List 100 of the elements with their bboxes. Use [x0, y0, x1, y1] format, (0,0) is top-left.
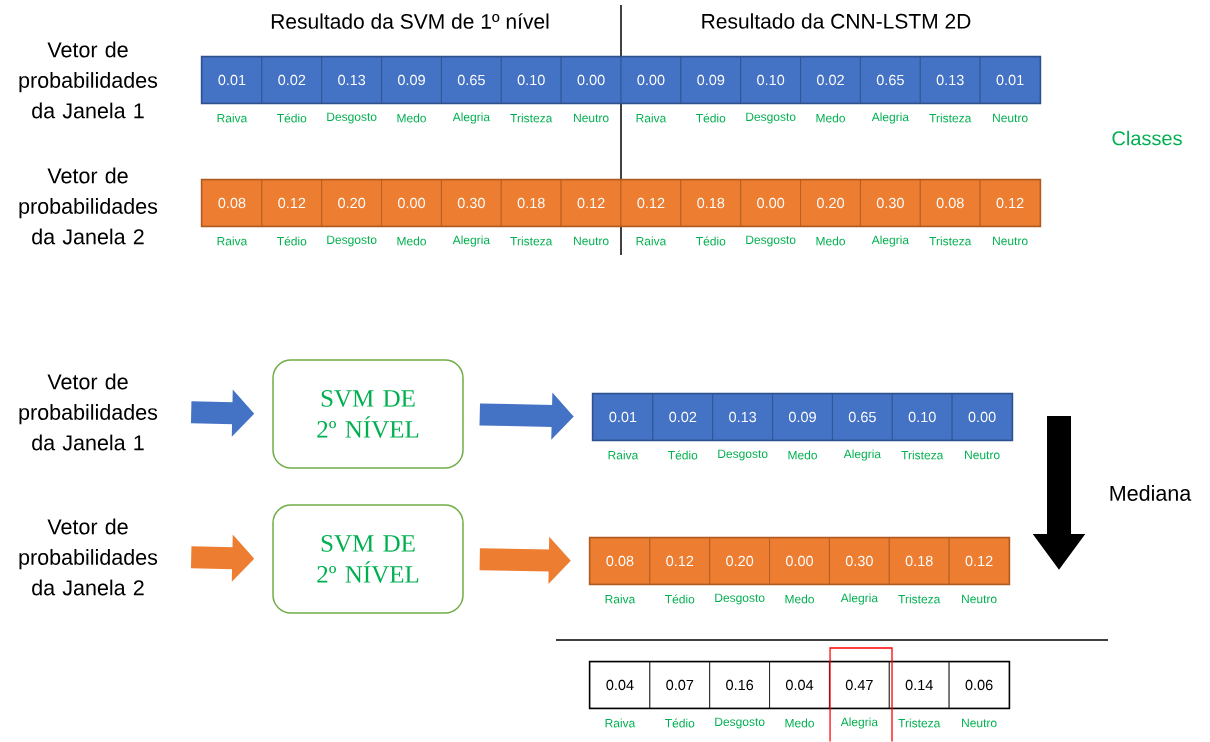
probability-cell: 0.65 [441, 56, 502, 104]
probability-cell: 0.13 [321, 56, 382, 104]
class-label: Tédio [277, 236, 307, 246]
probability-cell: 0.00 [381, 179, 442, 227]
heading: Resultado da CNN-LSTM 2D [702, 13, 971, 29]
probability-cell: 0.01 [201, 56, 263, 104]
probability-cell: 0.12 [948, 537, 1010, 585]
probability-cell: 0.20 [709, 537, 770, 585]
probability-cell: 0.02 [800, 56, 861, 104]
probability-cell: 0.04 [589, 661, 651, 709]
probability-cell: 0.00 [740, 179, 801, 227]
class-label: Neutro [574, 113, 609, 123]
class-label: Medo [397, 113, 426, 123]
class-label: Tristeza [929, 113, 972, 123]
class-label: Alegria [843, 449, 882, 461]
class-label: Desgosto [746, 112, 796, 124]
probability-cell: 0.04 [769, 661, 830, 709]
class-label: Neutro [993, 236, 1028, 246]
heading: Resultado da SVM de 1º nível [271, 13, 549, 29]
class-label: Desgosto [327, 235, 377, 247]
class-label: Tédio [668, 450, 698, 460]
probability-cell: 0.18 [888, 537, 950, 585]
class-label: Tristeza [929, 236, 972, 246]
class-label: Neutro [993, 113, 1028, 123]
class-label: Tristeza [901, 450, 944, 460]
class-label: Medo [397, 236, 426, 246]
class-label: Alegria [840, 593, 879, 605]
side-text: Mediana [1110, 485, 1192, 501]
class-label: Tristeza [510, 113, 553, 123]
probability-cell: 0.12 [649, 537, 711, 585]
probability-cell: 0.10 [740, 56, 801, 104]
class-label: Medo [785, 718, 814, 728]
probability-cell: 0.13 [919, 56, 981, 104]
probability-cell: 0.10 [891, 393, 953, 441]
class-label: Alegria [871, 112, 910, 124]
probability-cell: 0.01 [592, 393, 654, 441]
class-label: Desgosto [715, 593, 765, 605]
class-label: Raiva [605, 718, 636, 728]
probability-cell: 0.08 [589, 537, 651, 585]
class-label: Alegria [840, 717, 879, 729]
class-label: Neutro [965, 450, 1000, 460]
class-label: Medo [816, 236, 845, 246]
probability-cell: 0.07 [649, 661, 711, 709]
class-label: Raiva [217, 236, 248, 246]
probability-cell: 0.30 [441, 179, 502, 227]
class-label: Alegria [871, 235, 910, 247]
class-label: Tédio [277, 113, 307, 123]
probability-cell: 0.09 [680, 56, 742, 104]
class-label: Neutro [962, 718, 997, 728]
class-label: Medo [788, 450, 817, 460]
probability-cell: 0.16 [709, 661, 770, 709]
class-label: Neutro [574, 236, 609, 246]
class-label: Raiva [217, 113, 248, 123]
class-label: Tédio [665, 718, 695, 728]
class-label: Raiva [636, 113, 667, 123]
process-box: SVM DE 2º NÍVEL [272, 359, 464, 469]
probability-cell: 0.65 [860, 56, 921, 104]
probability-cell: 0.65 [832, 393, 893, 441]
class-label: Tristeza [898, 594, 941, 604]
probability-cell: 0.14 [888, 661, 950, 709]
probability-cell: 0.09 [381, 56, 442, 104]
probability-cell: 0.09 [772, 393, 833, 441]
probability-cell: 0.06 [948, 661, 1010, 709]
probability-cell: 0.13 [712, 393, 773, 441]
class-label: Desgosto [327, 112, 377, 124]
class-label: Tédio [696, 236, 726, 246]
class-label: Alegria [452, 112, 491, 124]
class-label: Neutro [962, 594, 997, 604]
probability-cell: 0.20 [321, 179, 382, 227]
probability-cell: 0.20 [800, 179, 861, 227]
probability-cell: 0.12 [979, 179, 1041, 227]
probability-cell: 0.18 [500, 179, 562, 227]
probability-cell: 0.47 [829, 661, 890, 709]
class-label: Alegria [452, 235, 491, 247]
class-label: Medo [785, 594, 814, 604]
probability-cell: 0.01 [979, 56, 1041, 104]
probability-cell: 0.08 [201, 179, 263, 227]
probability-cell: 0.12 [560, 179, 622, 227]
probability-cell: 0.12 [261, 179, 323, 227]
class-label: Tristeza [898, 718, 941, 728]
probability-cell: 0.30 [829, 537, 890, 585]
class-label: Raiva [608, 450, 639, 460]
class-label: Desgosto [746, 235, 796, 247]
class-label: Raiva [636, 236, 667, 246]
class-label: Tédio [696, 113, 726, 123]
class-label: Tédio [665, 594, 695, 604]
class-label: Raiva [605, 594, 636, 604]
probability-cell: 0.30 [860, 179, 921, 227]
probability-cell: 0.00 [560, 56, 622, 104]
probability-cell: 0.00 [769, 537, 830, 585]
class-label: Medo [816, 113, 845, 123]
class-label: Desgosto [715, 717, 765, 729]
probability-cell: 0.10 [500, 56, 562, 104]
side-text: Vetor de probabilidades da Janela 1 [19, 41, 158, 119]
probability-cell: 0.12 [620, 179, 682, 227]
side-text: Vetor de probabilidades da Janela 2 [19, 167, 158, 245]
probability-cell: 0.00 [620, 56, 682, 104]
class-label: Tristeza [510, 236, 553, 246]
class-label: Desgosto [718, 449, 768, 461]
input-text: Vetor de probabilidades da Janela 1 [19, 373, 158, 451]
